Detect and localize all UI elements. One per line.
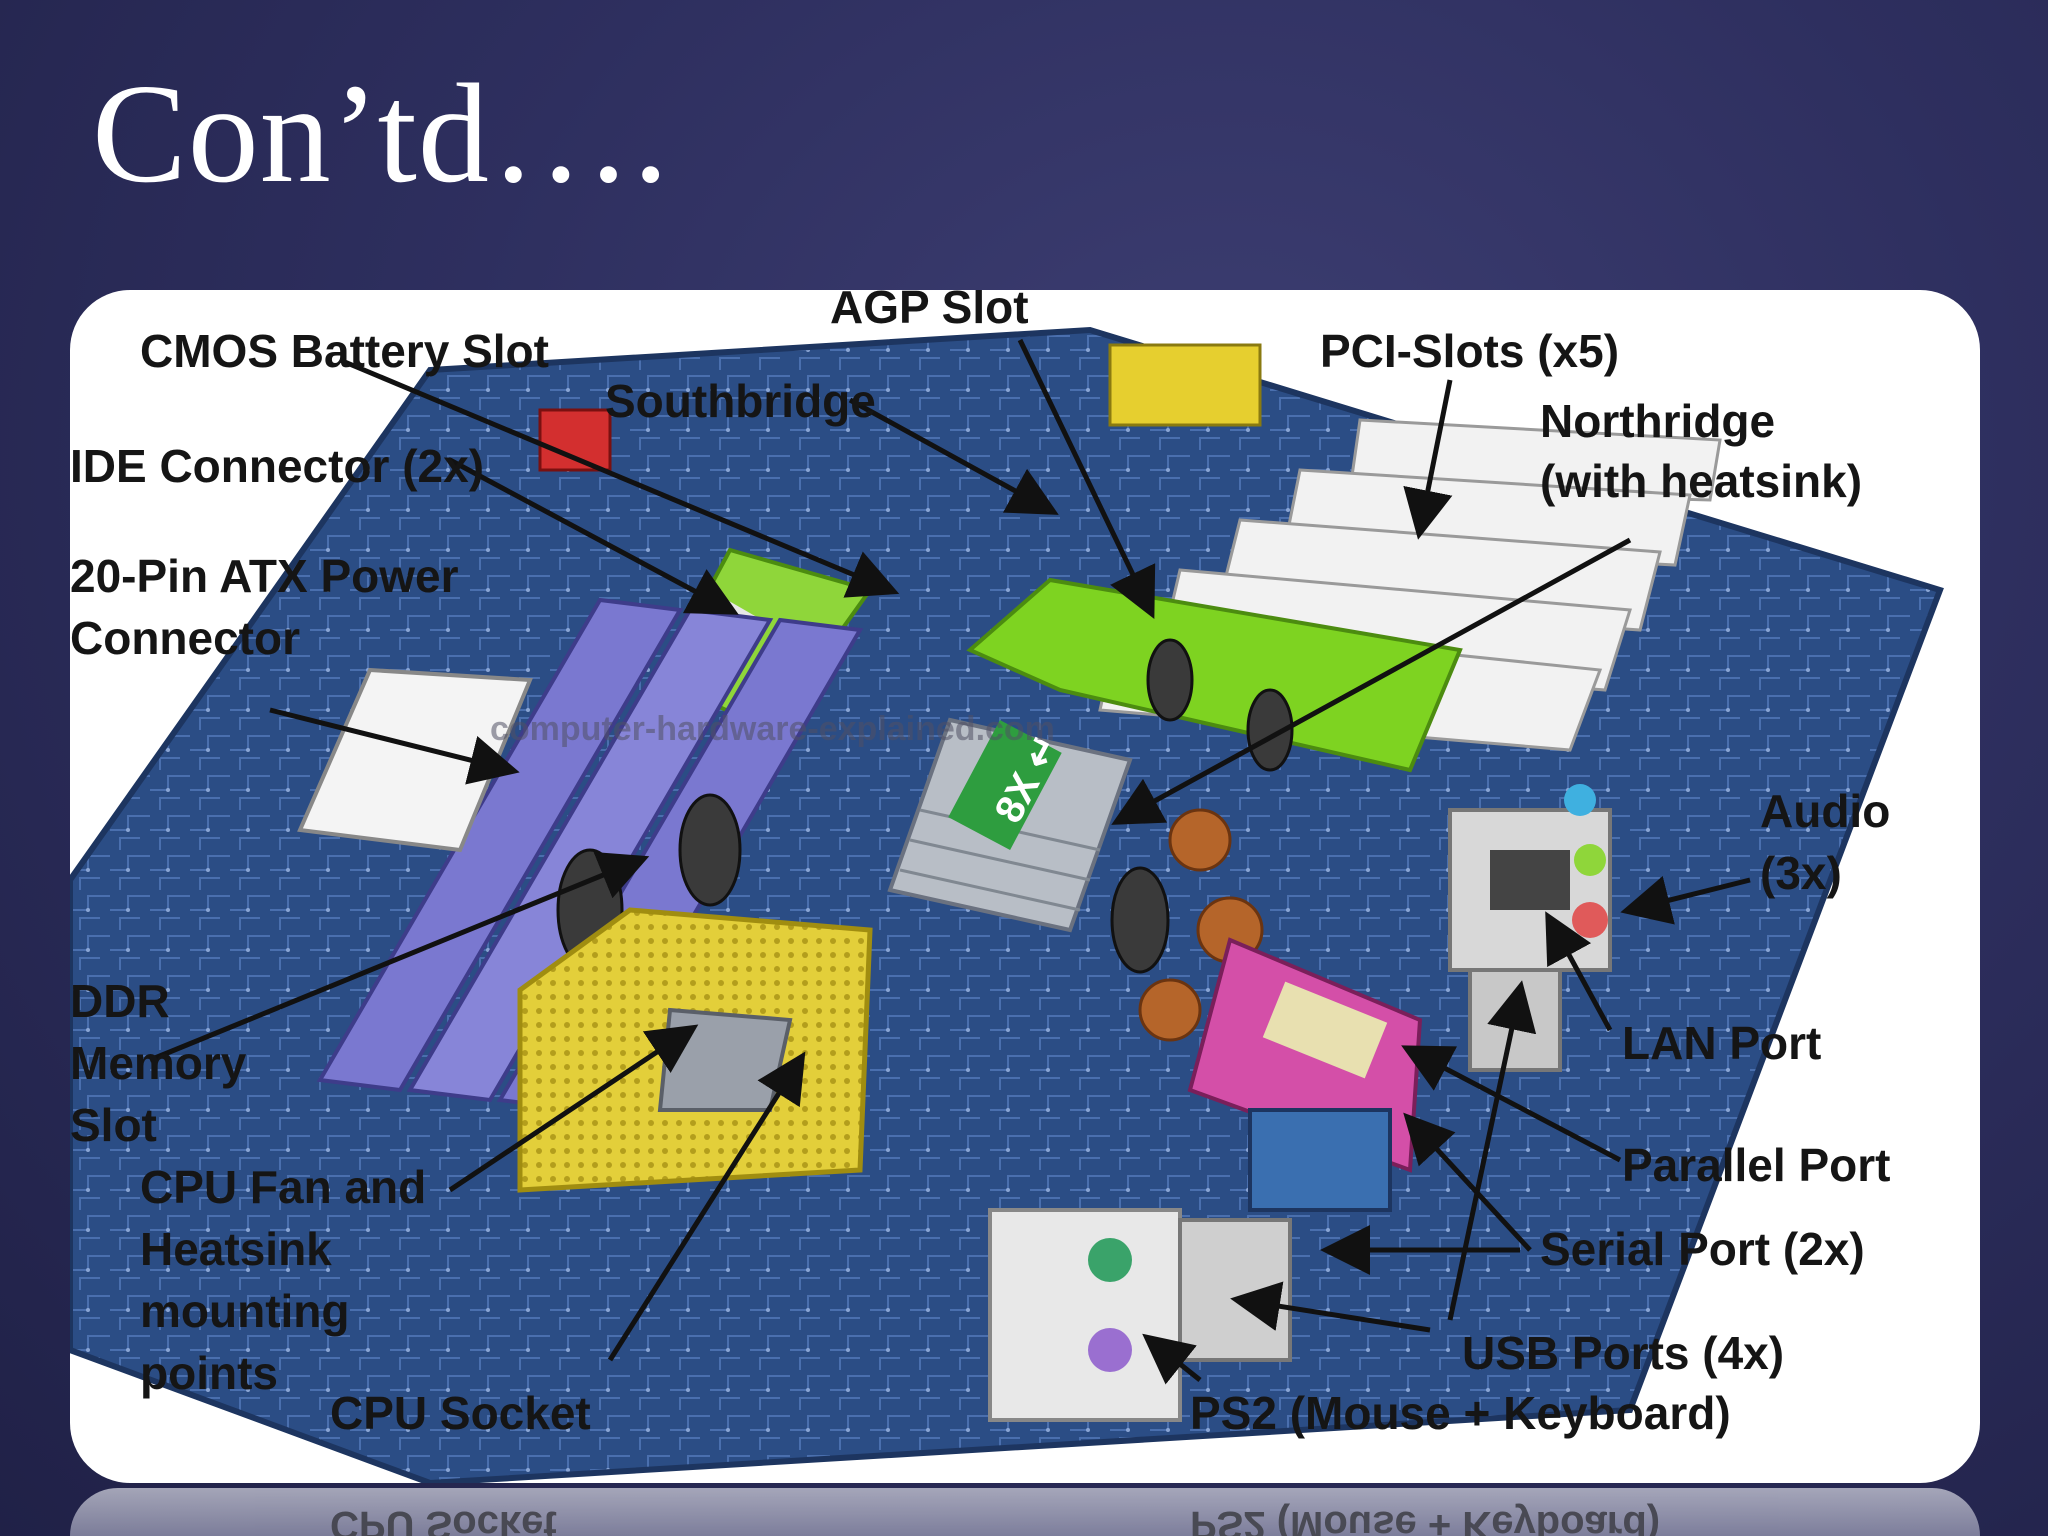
label-ddr-line2: Memory (70, 1037, 247, 1089)
label-serial-port: Serial Port (2x) (1540, 1223, 1865, 1275)
label-atx-power-line2: Connector (70, 612, 300, 664)
agp-slot (966, 577, 1463, 773)
image-reflection: CPU Socket PS2 (Mouse + Keyboard) (70, 1488, 1980, 1536)
leader-lines (149, 338, 1751, 1385)
motherboard-diagram: 8X ↵ (70, 290, 1980, 1483)
label-ddr-line3: Slot (70, 1099, 157, 1151)
label-cpu-fan-line3: mounting (140, 1285, 350, 1337)
label-parallel-port: Parallel Port (1622, 1139, 1891, 1191)
label-northbridge-line1: Northridge (1540, 395, 1776, 447)
reflection-text-left: CPU Socket (330, 1503, 557, 1536)
label-ps2: PS2 (Mouse + Keyboard) (1190, 1387, 1731, 1439)
ps2-ports (988, 1208, 1182, 1422)
label-northbridge-line2: (with heatsink) (1540, 455, 1863, 507)
label-ide-connector: IDE Connector (2x) (70, 440, 485, 492)
slide-title: Con’td…. (92, 54, 670, 212)
label-cpu-fan-line2: Heatsink (140, 1223, 332, 1275)
label-pci-slots: PCI-Slots (x5) (1320, 325, 1620, 377)
label-atx-power-line1: 20-Pin ATX Power (70, 550, 459, 602)
label-cpu-fan-line1: CPU Fan and (140, 1161, 427, 1213)
label-cmos-battery-slot: CMOS Battery Slot (140, 325, 549, 377)
reflection-text-right: PS2 (Mouse + Keyboard) (1190, 1503, 1661, 1536)
label-lan-port: LAN Port (1622, 1017, 1822, 1069)
label-audio-line2: (3x) (1760, 847, 1842, 899)
label-audio-line1: Audio (1760, 785, 1891, 837)
label-cpu-fan-line4: points (140, 1347, 278, 1399)
label-ddr-line1: DDR (70, 975, 170, 1027)
label-usb-ports: USB Ports (4x) (1462, 1327, 1785, 1379)
label-agp-slot: AGP Slot (830, 290, 1029, 333)
watermark: computer-hardware-explained.com (490, 710, 1055, 748)
label-cpu-socket: CPU Socket (330, 1387, 591, 1439)
motherboard-illustration: 8X ↵ (70, 326, 1944, 1483)
label-southbridge: Southbridge (605, 375, 876, 427)
atx-power-connector (297, 667, 533, 853)
